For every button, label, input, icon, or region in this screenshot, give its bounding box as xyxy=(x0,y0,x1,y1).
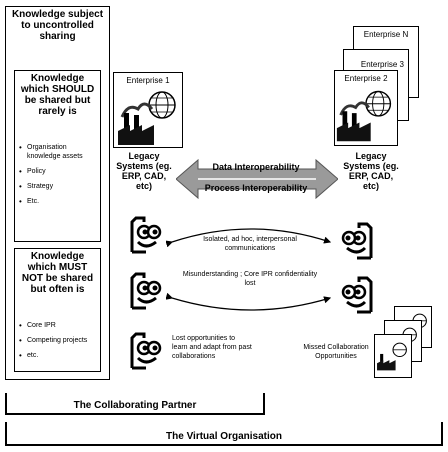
should-share-box: Knowledge which SHOULD be shared but rar… xyxy=(14,70,101,242)
process-interoperability-label: Process Interoperability xyxy=(204,183,308,193)
list-item: etc. xyxy=(19,351,97,360)
person-head-icon xyxy=(130,272,162,310)
should-share-list: Organisation knowledge assets Policy Str… xyxy=(19,143,97,212)
lost-opportunities-label: Lost opportunities to learn and adapt fr… xyxy=(172,335,252,360)
list-item: Etc. xyxy=(19,197,97,206)
past-collaboration-card xyxy=(374,334,412,378)
communication-arrow xyxy=(166,228,332,248)
person-head-icon xyxy=(130,332,162,370)
must-not-share-title: Knowledge which MUST NOT be shared but o… xyxy=(21,251,94,295)
communication-label: Isolated, ad hoc, interpersonal communic… xyxy=(203,236,297,252)
person-head-icon xyxy=(341,276,373,314)
factory-globe-icon xyxy=(377,342,407,371)
must-not-share-box: Knowledge which MUST NOT be shared but o… xyxy=(14,248,101,372)
virtual-organisation-bracket: The Virtual Organisation xyxy=(5,422,443,446)
enterprise-1-legacy: Legacy Systems (eg. ERP, CAD, etc) xyxy=(116,151,172,191)
enterprise-2-name: Enterprise 2 xyxy=(344,74,388,83)
knowledge-panel: Knowledge subject to uncontrolled sharin… xyxy=(5,6,110,380)
list-item: Organisation knowledge assets xyxy=(19,143,97,161)
virtual-organisation-label: The Virtual Organisation xyxy=(166,431,282,442)
factory-globe-icon xyxy=(336,90,392,142)
person-head-icon xyxy=(341,222,373,260)
enterprise-stack-legacy: Legacy Systems (eg. ERP, CAD, etc) xyxy=(343,151,399,191)
interoperability-arrow xyxy=(176,158,338,200)
enterprise-1-name: Enterprise 1 xyxy=(126,76,170,85)
list-item: Competing projects xyxy=(19,336,97,345)
person-head-icon xyxy=(130,216,162,254)
knowledge-panel-title: Knowledge subject to uncontrolled sharin… xyxy=(11,9,104,42)
collaborating-partner-bracket: The Collaborating Partner xyxy=(5,393,265,415)
communication-arrow xyxy=(166,292,332,311)
enterprise-2-card: Enterprise 2 xyxy=(334,70,398,146)
collaborating-partner-label: The Collaborating Partner xyxy=(73,400,197,411)
factory-globe-icon xyxy=(118,91,176,145)
misunderstanding-label: Misunderstanding ; Core IPR confidential… xyxy=(182,271,318,287)
enterprise-1-card: Enterprise 1 xyxy=(113,72,183,148)
list-item: Policy xyxy=(19,167,97,176)
data-interoperability-label: Data Interoperability xyxy=(212,162,300,172)
enterprise-3-name: Enterprise 3 xyxy=(360,60,404,69)
must-not-share-list: Core IPR Competing projects etc. xyxy=(19,321,97,366)
list-item: Strategy xyxy=(19,182,97,191)
missed-opportunities-label: Missed Collaboration Opportunities xyxy=(303,344,369,360)
enterprise-n-name: Enterprise N xyxy=(363,30,409,39)
list-item: Core IPR xyxy=(19,321,97,330)
should-share-title: Knowledge which SHOULD be shared but rar… xyxy=(20,73,95,117)
